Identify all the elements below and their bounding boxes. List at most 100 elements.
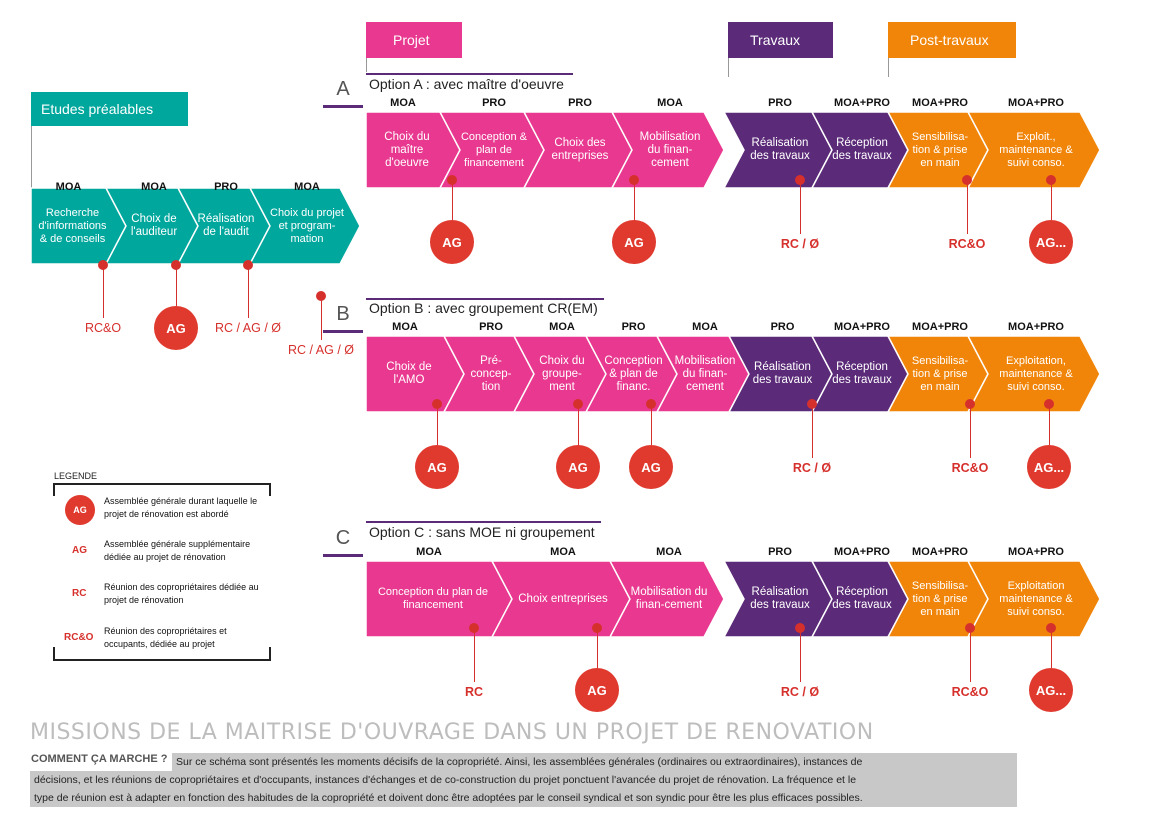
- etudes-marker-line-0: [103, 265, 104, 318]
- optionC-role-3: PRO: [768, 546, 792, 558]
- optionA-role-0: MOA: [390, 97, 416, 109]
- optionA-role-4: PRO: [768, 97, 792, 109]
- etudes-marker-ag-1: AG: [154, 306, 198, 350]
- etudes-step-1: Choix de l'auditeur: [130, 213, 178, 238]
- how-it-works-label: COMMENT ÇA MARCHE ?: [31, 753, 168, 765]
- etudes-marker-text-0: RC&O: [84, 321, 122, 335]
- optionA-marker-dot-1: [629, 175, 639, 185]
- legend-sym-2: RC: [72, 588, 87, 599]
- optionB-step-6: Réception des travaux: [832, 361, 892, 386]
- optionB-role-5: PRO: [770, 321, 795, 333]
- optionB-role-2: MOA: [549, 321, 575, 333]
- optionC-marker-ag-1: AG: [575, 668, 619, 712]
- etudes-step-0: Recherche d'informations & de conseils: [38, 206, 107, 245]
- optionA-marker-line-2: [800, 180, 801, 234]
- optionC-marker-line-2: [800, 628, 801, 682]
- option-a-letter-text: A: [336, 78, 350, 100]
- optionB-role-4: MOA: [692, 321, 718, 333]
- optionC-arrow-6: [966, 560, 1101, 638]
- phase-projet: Projet: [366, 22, 462, 58]
- optionB-marker-line-1: [578, 404, 579, 445]
- etudes-marker-text-2: RC / AG / Ø: [215, 321, 281, 335]
- optionB-marker-line-4: [970, 404, 971, 458]
- option-c-title: Option C : sans MOE ni groupement: [369, 524, 595, 540]
- etudes-divider: [31, 92, 32, 192]
- optionA-marker-line-1: [634, 180, 635, 220]
- etudes-marker-text-3: RC / AG / Ø: [288, 343, 354, 357]
- optionA-marker-text-2: RC / Ø: [780, 237, 820, 251]
- optionC-arrow-2: [608, 560, 725, 638]
- optionC-step-0: Conception du plan de financement: [377, 586, 489, 611]
- optionB-marker-line-0: [437, 404, 438, 445]
- optionC-role-4: MOA+PRO: [834, 546, 890, 558]
- description-line-1: Sur ce schéma sont présentés les moments…: [172, 753, 1017, 771]
- legend-ag-circle-icon: AG: [65, 495, 95, 525]
- optionA-marker-dot-3: [962, 175, 972, 185]
- etudes-role-3: MOA: [294, 181, 320, 193]
- optionC-step-6: Exploitation maintenance & suivi conso.: [999, 579, 1073, 618]
- optionC-marker-dot-2: [795, 623, 805, 633]
- option-a-title: Option A : avec maître d'oeuvre: [369, 76, 564, 92]
- etudes-marker-line-2: [248, 265, 249, 318]
- option-a-letter: A: [323, 76, 363, 108]
- legend-text-3: Réunion des copropriétaires et occupants…: [104, 626, 227, 649]
- etudes-marker-dot-0: [98, 260, 108, 270]
- etudes-role-0: MOA: [55, 181, 82, 193]
- optionC-marker-line-4: [1051, 628, 1052, 668]
- optionB-marker-dot-1: [573, 399, 583, 409]
- legend-text-1: Assemblée générale supplémentaire dédiée…: [104, 539, 251, 562]
- optionC-marker-dot-1: [592, 623, 602, 633]
- phase-etudes: Etudes préalables: [31, 92, 188, 126]
- optionA-role-2: PRO: [568, 97, 592, 109]
- optionB-step-5: Réalisation des travaux: [752, 361, 813, 386]
- optionB-role-3: PRO: [621, 321, 646, 333]
- optionA-marker-text-3: RC&O: [948, 237, 986, 251]
- optionC-step-4: Réception des travaux: [832, 586, 892, 611]
- optionB-role-0: MOA: [392, 321, 418, 333]
- phase-projet-label: Projet: [393, 32, 430, 48]
- optionA-marker-line-4: [1051, 180, 1052, 220]
- optionC-step-5: Sensibilisa-tion & prise en main: [911, 579, 969, 618]
- optionB-step-1: Pré-concep-tion: [470, 354, 512, 393]
- optionB-marker-line-5: [1049, 404, 1050, 445]
- optionB-step-2: Choix du groupe-ment: [539, 354, 585, 393]
- optionA-step-5: Réception des travaux: [832, 137, 892, 162]
- optionC-marker-dot-4: [1046, 623, 1056, 633]
- optionC-role-5: MOA+PRO: [912, 546, 968, 558]
- page-heading: MISSIONS DE LA MAITRISE D'OUVRAGE DANS U…: [30, 720, 874, 745]
- optionC-step-1: Choix entreprises: [518, 592, 608, 605]
- option-c-letter-text: C: [335, 527, 351, 549]
- optionA-step-6: Sensibilisa-tion & prise en main: [911, 130, 969, 169]
- optionB-marker-dot-4: [965, 399, 975, 409]
- optionB-step-3: Conception & plan de financ.: [604, 354, 663, 393]
- optionA-marker-dot-2: [795, 175, 805, 185]
- optionB-marker-dot-0: [432, 399, 442, 409]
- optionA-role-1: PRO: [482, 97, 506, 109]
- optionB-step-7: Sensibilisa-tion & prise en main: [911, 354, 969, 393]
- optionA-arrow-3: [610, 111, 725, 189]
- optionC-role-1: MOA: [550, 546, 576, 558]
- optionC-marker-line-0: [474, 628, 475, 682]
- phase-travaux-label: Travaux: [750, 32, 801, 48]
- optionB-step-0: Choix de l'AMO: [386, 361, 432, 386]
- optionC-role-6: MOA+PRO: [1008, 546, 1064, 558]
- optionB-marker-text-4: RC&O: [951, 461, 989, 475]
- optionB-role-7: MOA+PRO: [912, 321, 968, 333]
- phase-travaux: Travaux: [728, 22, 833, 58]
- etudes-role-2: PRO: [214, 181, 238, 193]
- description-line-2: décisions, et les réunions de copropriét…: [30, 771, 1017, 789]
- option-c-letter: C: [323, 525, 363, 557]
- optionA-step-2: Choix des entreprises: [551, 137, 609, 162]
- etudes-arrow-3: [248, 187, 361, 265]
- optionC-marker-line-1: [597, 628, 598, 668]
- option-b-rule: [366, 298, 604, 300]
- optionB-role-6: MOA+PRO: [834, 321, 890, 333]
- optionB-marker-ag-2: AG: [629, 445, 673, 489]
- optionB-marker-dot-3: [807, 399, 817, 409]
- optionA-step-1: Conception & plan de financement: [460, 130, 528, 169]
- etudes-marker-line-1: [176, 265, 177, 306]
- optionC-marker-text-2: RC / Ø: [780, 685, 820, 699]
- option-b-letter-text: B: [336, 303, 350, 325]
- legend-text-0: Assemblée générale durant laquelle le pr…: [104, 496, 258, 519]
- optionC-marker-dot-3: [965, 623, 975, 633]
